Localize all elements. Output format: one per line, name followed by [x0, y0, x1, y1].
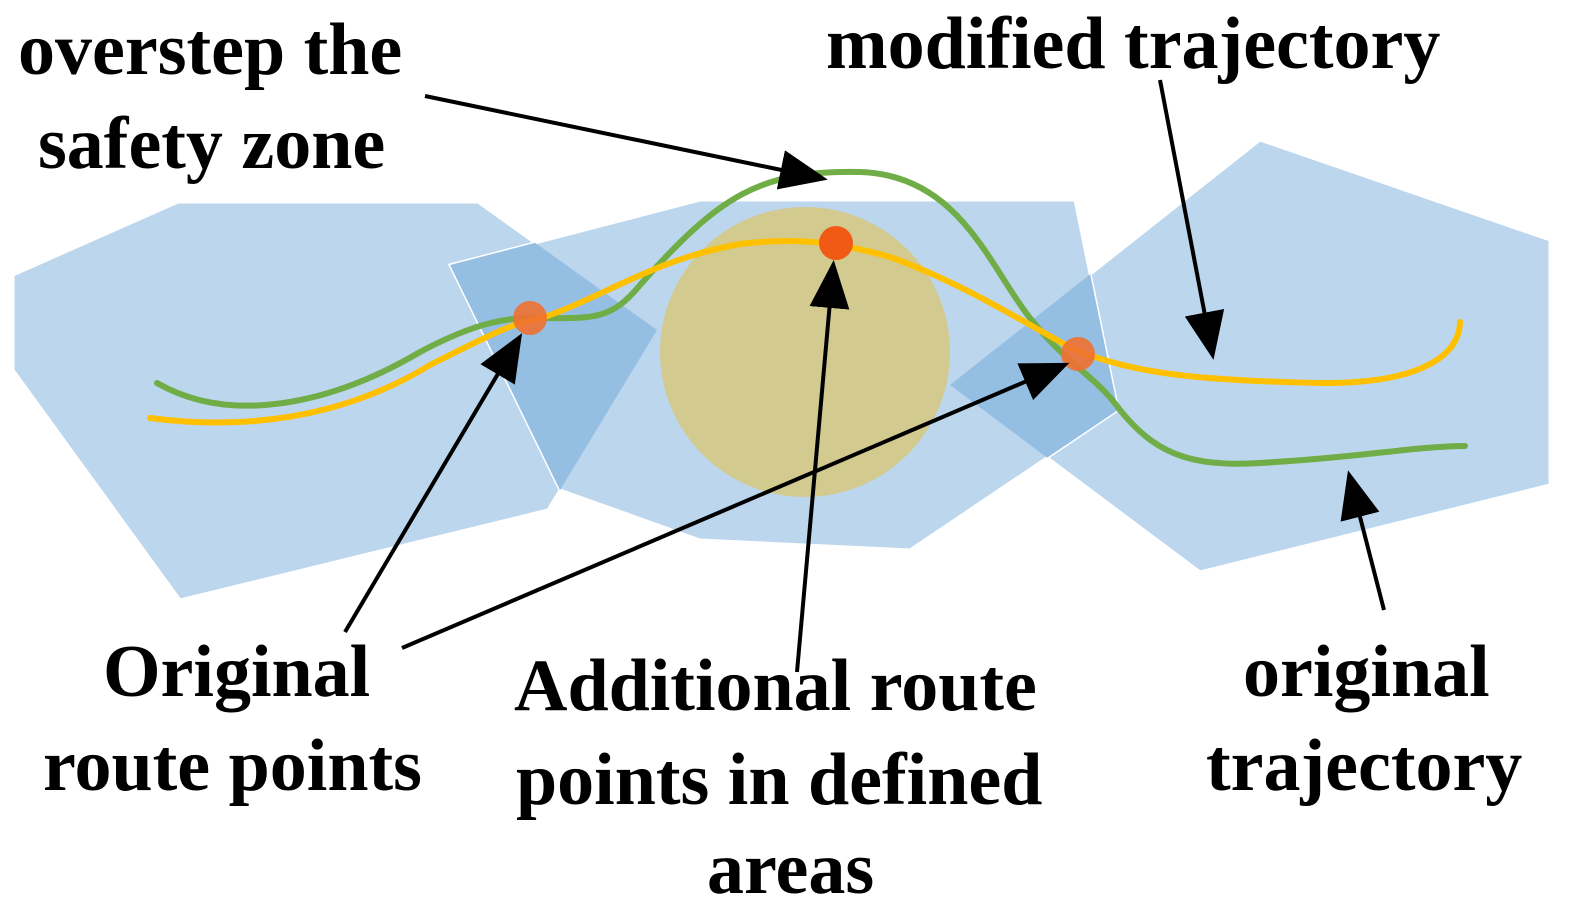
annotation-arrows	[343, 79, 1386, 673]
label-overstep-line1: overstep the	[18, 9, 402, 91]
arrow-original-point-left	[343, 333, 523, 634]
labels: overstep the safety zone modified trajec…	[18, 3, 1522, 910]
arrow-original-trajectory	[1340, 470, 1386, 611]
arrow-modified-trajectory	[1158, 79, 1225, 360]
label-additional-points-line2: points in defined	[516, 739, 1042, 821]
safety-zone-right	[947, 138, 1552, 574]
arrow-overstep	[424, 94, 828, 190]
modified-trajectory-line	[147, 237, 1463, 426]
original-trajectory-line	[154, 168, 1468, 467]
arrow-additional-point	[795, 260, 850, 673]
label-additional-points-line1: Additional route	[514, 645, 1037, 727]
label-original-points-line1: Original	[103, 631, 370, 713]
original-route-point-right	[1061, 337, 1095, 371]
label-original-trajectory-line2: trajectory	[1206, 725, 1522, 807]
label-original-points-line2: route points	[43, 725, 422, 807]
label-modified-trajectory: modified trajectory	[826, 3, 1440, 85]
original-route-point-left	[513, 301, 547, 335]
arrow-original-point-right	[401, 362, 1070, 650]
label-overstep-line2: safety zone	[38, 103, 385, 185]
additional-route-point	[819, 226, 853, 260]
defined-area-circle	[660, 207, 950, 497]
label-original-trajectory-line1: original	[1243, 631, 1490, 713]
label-additional-points-line3: areas	[707, 828, 874, 910]
